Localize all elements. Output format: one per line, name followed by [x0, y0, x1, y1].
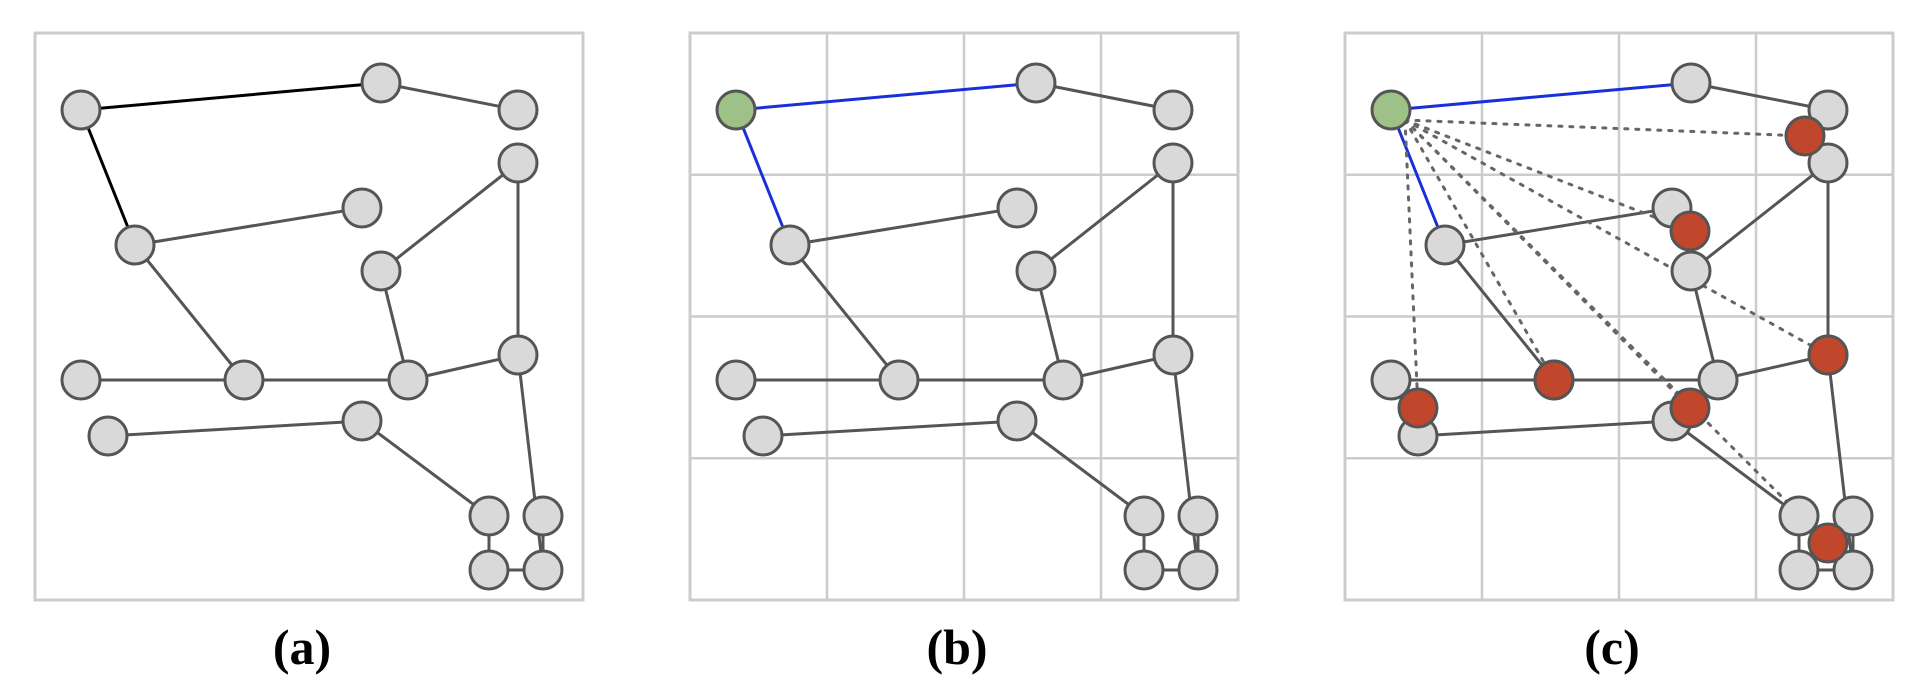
panel-b-node: [1152, 142, 1194, 184]
panel-b-node: [715, 359, 757, 401]
panel-c-marker-node: [1784, 115, 1826, 157]
panel-c-dotted-link: [1403, 118, 1830, 545]
panel-a-node: [223, 359, 265, 401]
panel-a-node: [468, 495, 510, 537]
panel-c-dotted-link: [1403, 118, 1692, 233]
panel-a-highlight-edge: [79, 109, 137, 246]
panel-b-edge: [1035, 81, 1174, 112]
panel-c-dotted-link: [1403, 118, 1420, 410]
panel-a-label: (a): [272, 619, 332, 675]
panel-a-edge: [380, 161, 519, 273]
panel-c-marker-node: [1533, 359, 1575, 401]
panel-a-node: [60, 89, 102, 131]
panel-c-highlight-edge: [1389, 109, 1447, 246]
panel-a-node: [341, 187, 383, 229]
panel-b-edge: [788, 244, 901, 381]
panel-b-node: [769, 224, 811, 266]
panel-a-node: [497, 89, 539, 131]
panel-a-node: [341, 400, 383, 442]
panel-c-marker-node: [1669, 210, 1711, 252]
panel-b-node: [1177, 549, 1219, 591]
panel-a-edge: [133, 244, 246, 381]
panel-b-edge: [1171, 354, 1200, 571]
panel-a-highlight-edge: [80, 81, 382, 112]
panel-b-node: [1015, 250, 1057, 292]
panel-a-node: [360, 62, 402, 104]
panel-b-edge: [1016, 419, 1145, 518]
panel-b-node: [1177, 495, 1219, 537]
panel-a-frame: [33, 31, 585, 602]
panel-b-edge: [762, 419, 1018, 438]
panel-b-node: [1042, 359, 1084, 401]
panel-a-edge: [361, 419, 490, 518]
panel-c-dotted-link: [1403, 118, 1830, 357]
panel-c-edge: [1690, 161, 1829, 273]
panel-c-edge: [1417, 419, 1673, 438]
panel-b-node: [1123, 495, 1165, 537]
panel-b-highlight-edge: [734, 109, 792, 246]
panel-c-node: [1424, 224, 1466, 266]
panel-c-node: [1370, 359, 1412, 401]
panel-b-node: [1015, 62, 1057, 104]
panel-c-edge: [1443, 244, 1556, 381]
panel-c-label: (c): [1584, 619, 1640, 675]
panel-b-node: [1152, 89, 1194, 131]
panel-b-edge: [1035, 161, 1174, 273]
panel-c-node: [1778, 549, 1820, 591]
panel-c-edge: [1444, 206, 1673, 247]
panel-c-node: [1670, 62, 1712, 104]
panel-c-start-node: [1370, 89, 1412, 131]
panel-a-node: [497, 334, 539, 376]
panel-c-node: [1807, 89, 1849, 131]
panel-a-node: [387, 359, 429, 401]
panel-b-node: [1123, 549, 1165, 591]
panel-a-node: [87, 415, 129, 457]
panel-b-highlight-edge: [735, 81, 1037, 112]
panel-a-node: [60, 359, 102, 401]
panel-c-dotted-link: [1403, 118, 1807, 138]
panel-a-node: [468, 549, 510, 591]
panel-a-edge: [380, 81, 519, 112]
panel-c-node: [1832, 495, 1874, 537]
panel-a-node: [360, 250, 402, 292]
panel-c-node: [1832, 549, 1874, 591]
panel-c-marker-node: [1669, 387, 1711, 429]
panel-b-node: [878, 359, 920, 401]
panel-b-node: [742, 415, 784, 457]
panel-b-node: [996, 187, 1038, 229]
panel-b-node: [996, 400, 1038, 442]
panel-c-edge: [1671, 419, 1800, 518]
panel-b-start-node: [715, 89, 757, 131]
panel-a-edge: [516, 354, 545, 571]
panel-c-node: [1807, 142, 1849, 184]
panel-a-edge: [107, 419, 363, 438]
panel-a-edge: [134, 206, 363, 247]
panel-c-marker-node: [1397, 387, 1439, 429]
panel-a-node: [522, 549, 564, 591]
panel-a-node: [522, 495, 564, 537]
panel-c-marker-node: [1807, 522, 1849, 564]
panel-a-node: [114, 224, 156, 266]
panel-b-edge: [789, 206, 1018, 247]
panel-c-edge: [1690, 81, 1829, 112]
panel-c-node: [1778, 495, 1820, 537]
panel-c-highlight-edge: [1390, 81, 1692, 112]
panel-a-node: [497, 142, 539, 184]
panel-b-label: (b): [926, 619, 988, 675]
panel-c-marker-node: [1807, 334, 1849, 376]
panel-b-node: [1152, 334, 1194, 376]
panel-c-node: [1670, 250, 1712, 292]
panel-c-node: [1697, 359, 1739, 401]
